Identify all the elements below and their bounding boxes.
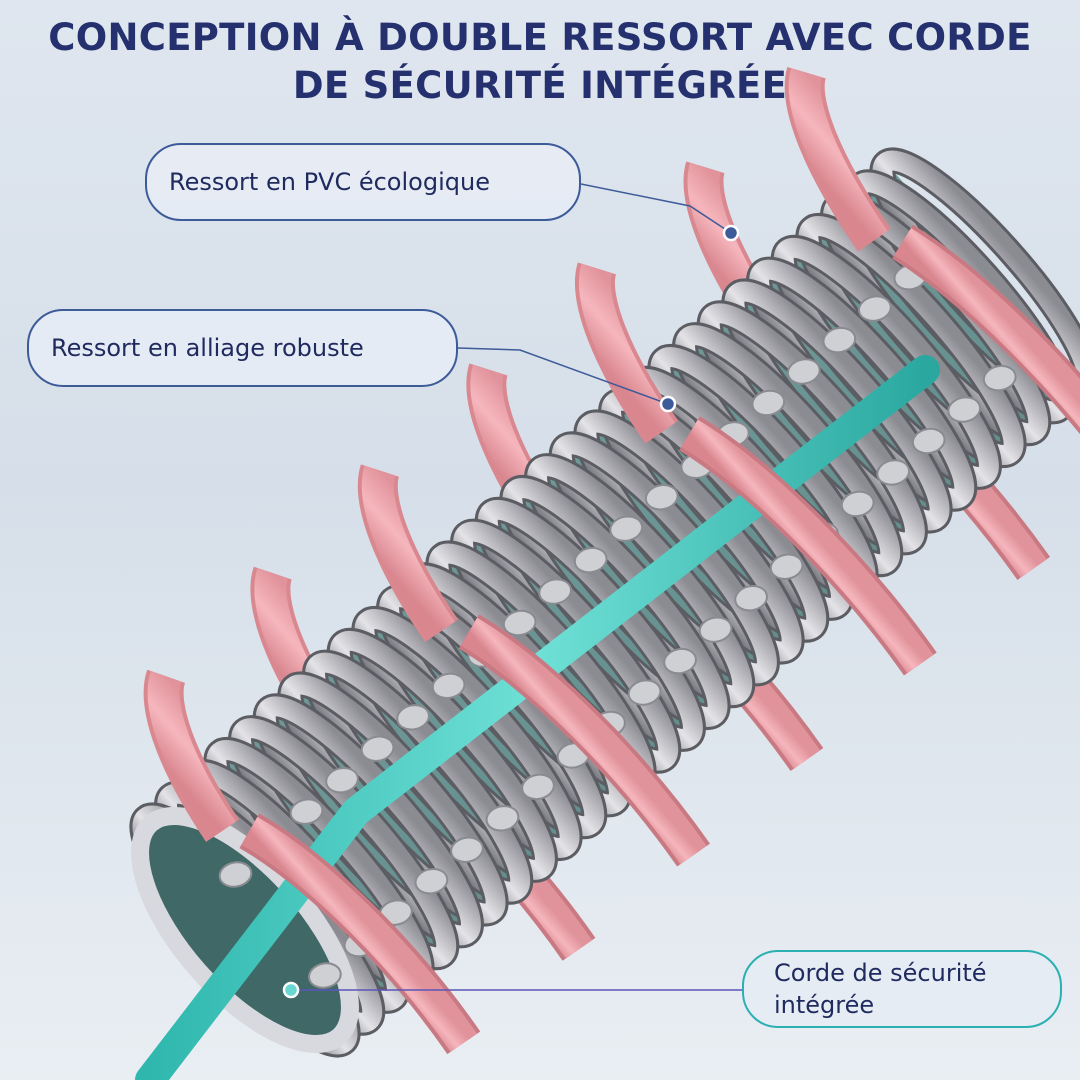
callout-alloy-spring: Ressort en alliage robuste bbox=[27, 309, 458, 387]
pvc-coil bbox=[143, 669, 481, 1055]
callout-safety-rope-label-line-1: Corde de sécurité bbox=[774, 959, 987, 987]
wire-end-lower bbox=[502, 609, 537, 637]
wire-end-upper bbox=[769, 553, 804, 580]
leader-dots bbox=[282, 224, 740, 999]
dot-alloy bbox=[659, 395, 677, 413]
wire-end-lower bbox=[360, 735, 395, 762]
dot-rope bbox=[282, 981, 300, 999]
pvc-spring-front-coils bbox=[143, 67, 1080, 1055]
dot-pvc bbox=[722, 224, 740, 242]
wire-end-upper bbox=[840, 490, 875, 518]
wire-end-lower bbox=[609, 515, 644, 542]
leader-line-pvc bbox=[580, 183, 732, 234]
wire-end-lower bbox=[325, 767, 359, 794]
pvc-coil bbox=[574, 262, 937, 676]
wire-end-lower bbox=[573, 546, 608, 574]
safety-rope-strand bbox=[135, 355, 940, 1080]
pvc-coil bbox=[357, 464, 710, 867]
safety-rope bbox=[135, 355, 940, 1080]
wire-end-lower bbox=[396, 704, 430, 731]
callout-safety-rope-text: Corde de sécurité intégrée bbox=[774, 957, 987, 1021]
wire-end-upper bbox=[627, 679, 662, 706]
wire-end-upper bbox=[521, 773, 555, 801]
wire-end-upper bbox=[663, 647, 697, 675]
leader-lines bbox=[291, 183, 742, 991]
page-title-line-2: DE SÉCURITÉ INTÉGRÉE bbox=[292, 64, 788, 107]
wire-end-upper bbox=[450, 836, 484, 863]
wire-end-upper bbox=[982, 364, 1017, 392]
page-title-line-1: CONCEPTION À DOUBLE RESSORT AVEC CORDE bbox=[48, 16, 1032, 59]
callout-pvc-spring: Ressort en PVC écologique bbox=[145, 143, 581, 221]
callout-safety-rope-label-line-2: intégrée bbox=[774, 991, 875, 1019]
wire-end-upper bbox=[308, 962, 342, 989]
wire-end-upper bbox=[485, 805, 520, 832]
wire-end-lower bbox=[786, 358, 821, 385]
page-title: CONCEPTION À DOUBLE RESSORT AVEC CORDE D… bbox=[0, 14, 1080, 110]
wire-end-upper bbox=[734, 585, 768, 612]
callout-alloy-spring-label: Ressort en alliage robuste bbox=[51, 334, 364, 362]
wire-end-lower bbox=[751, 389, 786, 417]
wire-end-upper bbox=[698, 616, 733, 643]
leader-line-alloy bbox=[457, 347, 669, 405]
callout-pvc-spring-label: Ressort en PVC écologique bbox=[169, 168, 490, 196]
wire-end-upper bbox=[947, 396, 982, 423]
wire-end-upper bbox=[911, 427, 946, 455]
wire-end-lower bbox=[289, 798, 324, 825]
wire-end-upper bbox=[414, 867, 449, 895]
wire-end-lower bbox=[431, 672, 466, 700]
wire-end-lower bbox=[538, 578, 573, 605]
wire-end-upper bbox=[876, 459, 911, 486]
pvc-coil bbox=[784, 67, 1080, 491]
wire-end-lower bbox=[644, 484, 679, 511]
wire-end-lower bbox=[218, 861, 253, 888]
wire-end-lower bbox=[857, 295, 892, 322]
callout-safety-rope: Corde de sécurité intégrée bbox=[742, 950, 1062, 1028]
wire-end-lower bbox=[822, 326, 857, 354]
